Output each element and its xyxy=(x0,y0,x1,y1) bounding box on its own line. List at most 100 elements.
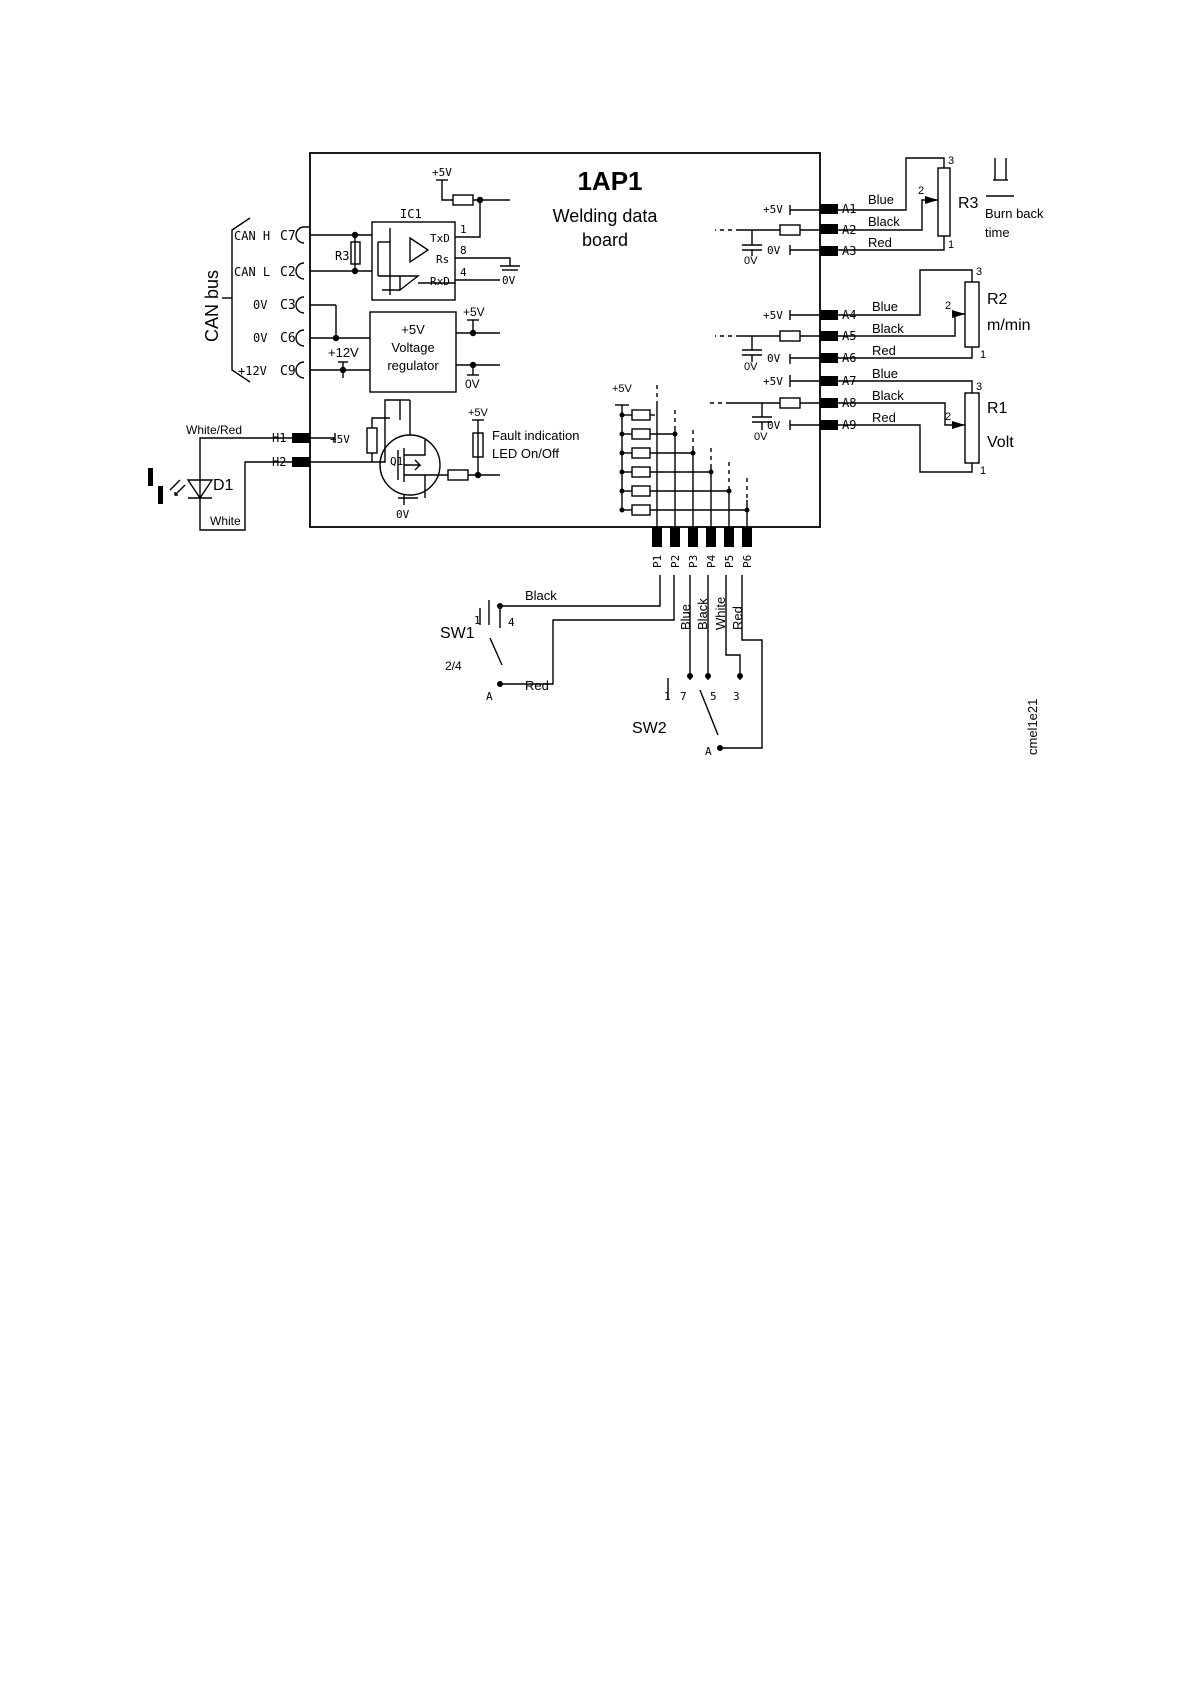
pin-c6: C6 xyxy=(280,331,296,346)
ic-rxd: RxD xyxy=(430,275,450,288)
r3-wire-black: Black xyxy=(868,214,900,229)
can-wire-0v-a: 0V xyxy=(253,298,267,312)
q1-label: Q1 xyxy=(390,455,403,468)
r3-small-label: R3 xyxy=(335,249,349,263)
pin-p1: P1 xyxy=(651,555,664,568)
sw2-ta: A xyxy=(705,745,712,758)
pin-a5: A5 xyxy=(842,329,856,343)
ic1-label: IC1 xyxy=(400,207,422,221)
pin-a7: A7 xyxy=(842,374,856,388)
pin-c9: C9 xyxy=(280,364,296,379)
sw1-t4: 4 xyxy=(508,616,515,629)
board-title-line2: board xyxy=(582,230,628,250)
ic-txd: TxD xyxy=(430,232,450,245)
pot-r1-label: R1 xyxy=(987,400,1008,417)
reg-out-5v: +5V xyxy=(463,305,485,319)
pot-r3-label: R3 xyxy=(958,195,979,212)
r1-n2: 2 xyxy=(945,411,951,423)
sw2-t3: 3 xyxy=(733,690,740,703)
can-bracket xyxy=(231,217,251,383)
sw1-label: SW1 xyxy=(440,625,475,642)
pin-c2: C2 xyxy=(280,265,296,280)
pin-p3: P3 xyxy=(687,555,700,568)
p6-wire-red: Red xyxy=(730,606,745,630)
r2-wire-blue: Blue xyxy=(872,299,898,314)
ic-pin8: 8 xyxy=(460,244,467,257)
reg-line2: Voltage xyxy=(391,340,434,355)
r3-n1: 1 xyxy=(948,239,954,251)
pin-a2: A2 xyxy=(842,223,856,237)
r2-n1: 1 xyxy=(980,349,986,361)
pin-p6: P6 xyxy=(741,555,754,568)
board-title-line1: Welding data xyxy=(553,206,659,226)
pin-a4: A4 xyxy=(842,308,856,322)
pot-r2-label: R2 xyxy=(987,291,1008,308)
r2-n2: 2 xyxy=(945,300,951,312)
r1-wire-blue: Blue xyxy=(872,366,898,381)
pin-a3: A3 xyxy=(842,244,856,258)
voltage-regulator-box xyxy=(369,311,457,393)
pot-r3-desc1: Burn back xyxy=(985,206,1044,221)
r3-n2: 2 xyxy=(918,185,924,197)
q1-0v: 0V xyxy=(396,508,410,521)
ladder-5v: +5V xyxy=(612,383,633,395)
ic-pin1: 1 xyxy=(460,223,467,236)
drawing-id: cmel1e21 xyxy=(1025,699,1040,755)
ic-pin4: 4 xyxy=(460,266,467,279)
r2-n3: 3 xyxy=(976,266,982,278)
r3-wire-red: Red xyxy=(868,235,892,250)
can-wire-can-l: CAN L xyxy=(234,265,270,279)
pot-r1-desc: Volt xyxy=(987,434,1014,451)
wire-white: White xyxy=(210,514,241,528)
pot-r3 xyxy=(937,167,951,237)
p3-wire-blue: Blue xyxy=(678,604,693,630)
a3-0v: 0V xyxy=(767,244,781,257)
pin-a1: A1 xyxy=(842,202,856,216)
sw1-t1: 1 xyxy=(474,614,481,627)
can-bus-label: CAN bus xyxy=(202,270,222,342)
a1-5v: +5V xyxy=(763,203,783,216)
pin-h1: H1 xyxy=(272,431,286,445)
ic1-box xyxy=(371,221,456,301)
sw2-t1: 1 xyxy=(664,690,671,703)
pot-r1 xyxy=(964,392,980,464)
r2-wire-red: Red xyxy=(872,343,896,358)
pin-c7: C7 xyxy=(280,229,296,244)
reg-line3: regulator xyxy=(387,358,439,373)
board-name: 1AP1 xyxy=(577,166,642,196)
pin-a6: A6 xyxy=(842,351,856,365)
led-d1 xyxy=(186,479,214,500)
a4-5v: +5V xyxy=(763,309,783,322)
pot-r3-desc2: time xyxy=(985,225,1010,240)
pin-a9: A9 xyxy=(842,418,856,432)
fault-line1: Fault indication xyxy=(492,428,579,443)
r2-wire-black: Black xyxy=(872,321,904,336)
pin-p5: P5 xyxy=(723,555,736,568)
sw1-wire-red: Red xyxy=(525,678,549,693)
pot-r2 xyxy=(964,281,980,348)
pot-r2-desc: m/min xyxy=(987,317,1031,334)
h-5v: +5V xyxy=(330,433,350,446)
pin-p4: P4 xyxy=(705,554,718,568)
sw2-label: SW2 xyxy=(632,720,667,737)
r3-n3: 3 xyxy=(948,155,954,167)
sw1-ta: A xyxy=(486,690,493,703)
fault-5v: +5V xyxy=(468,407,489,419)
a7-5v: +5V xyxy=(763,375,783,388)
fault-line2: LED On/Off xyxy=(492,446,559,461)
p4-wire-black: Black xyxy=(695,598,710,630)
ic-5v-label: +5V xyxy=(432,166,452,179)
r1-n1: 1 xyxy=(980,465,986,477)
r1-n3: 3 xyxy=(976,381,982,393)
pin-h2: H2 xyxy=(272,455,286,469)
can-wire-12v: +12V xyxy=(238,364,267,378)
can-wire-can-h: CAN H xyxy=(234,229,270,243)
ic-rs: Rs xyxy=(436,253,449,266)
p-resistor-ladder xyxy=(622,405,748,527)
pin-a8: A8 xyxy=(842,396,856,410)
can-wire-0v-b: 0V xyxy=(253,331,267,345)
reg-12v: +12V xyxy=(328,345,359,360)
a6-0v: 0V xyxy=(767,352,781,365)
c-terminals xyxy=(295,226,310,379)
cap2-0v: 0V xyxy=(744,361,758,373)
